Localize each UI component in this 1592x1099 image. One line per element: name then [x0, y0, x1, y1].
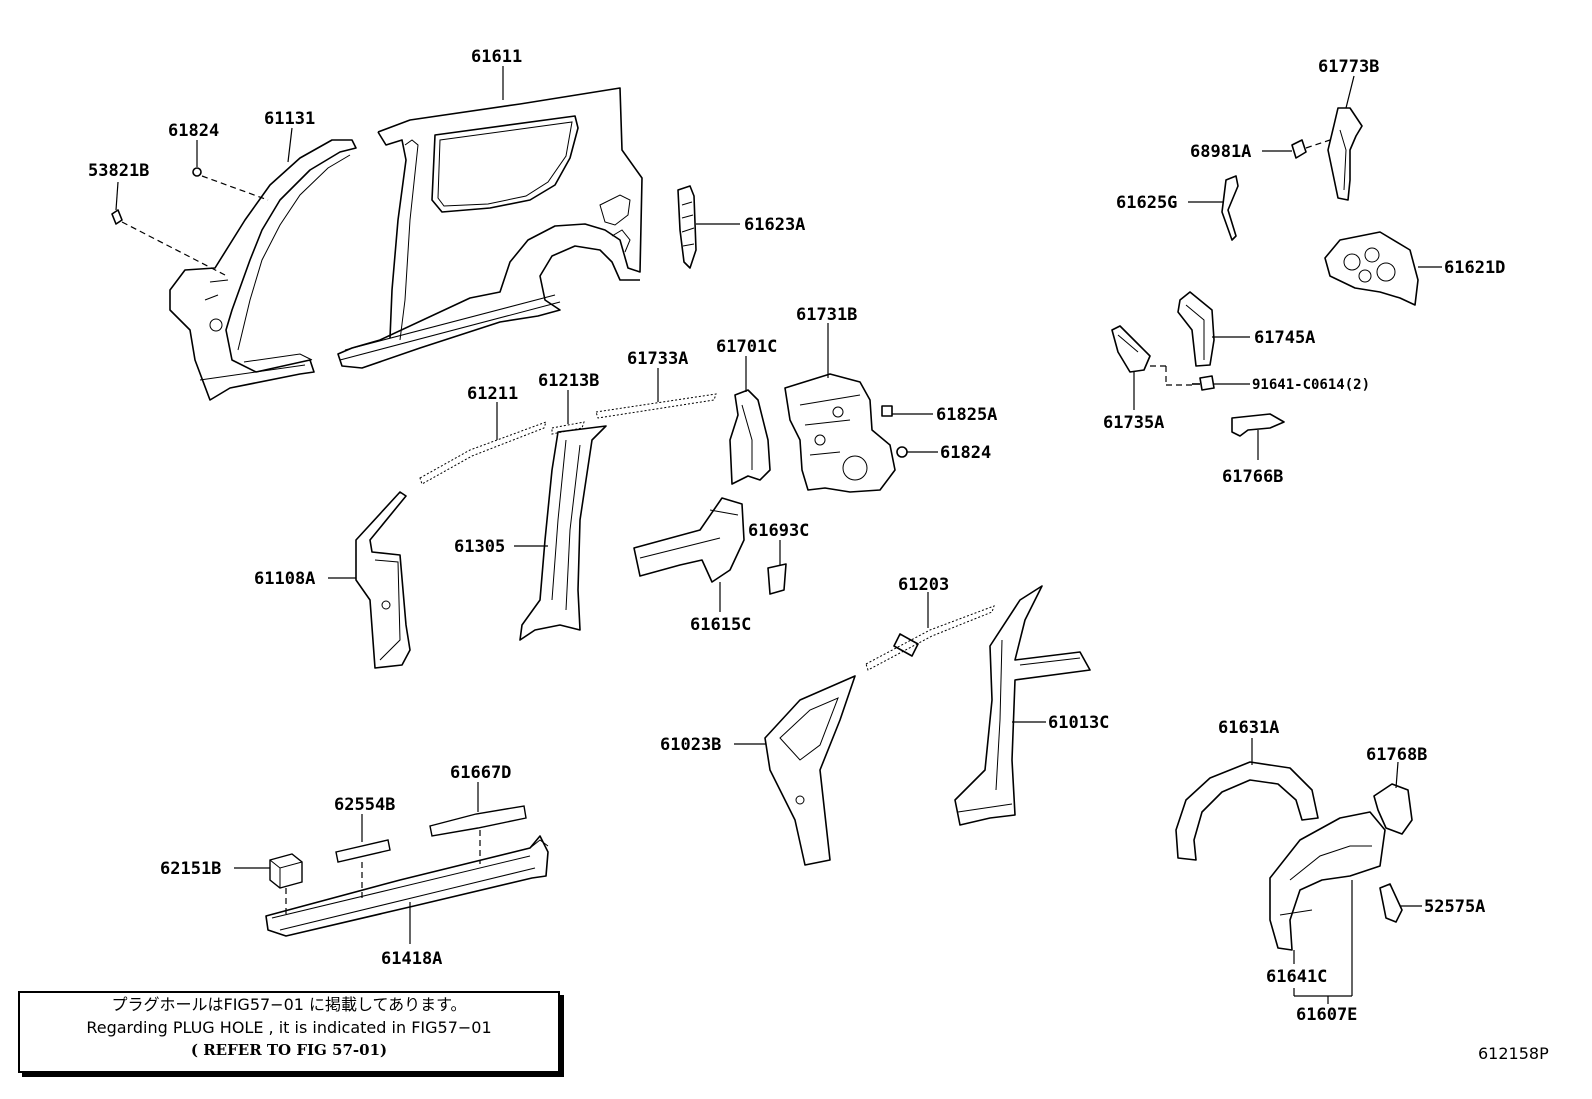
- label-61623A: 61623A: [744, 215, 805, 235]
- part-61825A-plug[interactable]: [881, 405, 893, 417]
- label-61013C: 61013C: [1048, 713, 1109, 733]
- label-61211: 61211: [467, 384, 518, 404]
- label-61733A: 61733A: [627, 349, 688, 369]
- label-61667D: 61667D: [450, 763, 511, 783]
- note-line-japanese: プラグホールはFIG57−01 に掲載してあります。: [111, 995, 467, 1014]
- part-62554B-pad[interactable]: [335, 839, 391, 863]
- part-61418A-rocker-panel[interactable]: [265, 835, 549, 937]
- part-61745A-extension[interactable]: [1177, 291, 1215, 367]
- label-61693C: 61693C: [748, 521, 809, 541]
- label-62151B: 62151B: [160, 859, 221, 879]
- label-61641C: 61641C: [1266, 967, 1327, 987]
- part-61731B-rear-inner-panel[interactable]: [784, 373, 896, 493]
- figure-code: 612158P: [1478, 1044, 1549, 1063]
- part-61623A-bracket[interactable]: [677, 185, 697, 269]
- part-91641-bolt[interactable]: [1192, 375, 1215, 391]
- part-61631A-wheelhouse-outer[interactable]: [1175, 761, 1319, 861]
- label-61745A: 61745A: [1254, 328, 1315, 348]
- part-61768B-bracket[interactable]: [1373, 783, 1413, 835]
- label-61766B: 61766B: [1222, 467, 1283, 487]
- part-61625G-brace[interactable]: [1221, 175, 1239, 241]
- label-61625G: 61625G: [1116, 193, 1177, 213]
- part-61733A-roof-side-rail[interactable]: [595, 393, 717, 419]
- part-61824-grommet[interactable]: [192, 167, 202, 177]
- part-62151B-block[interactable]: [269, 853, 303, 889]
- part-61824-grommet-b[interactable]: [896, 446, 908, 458]
- part-61735A-gusset[interactable]: [1111, 325, 1151, 373]
- part-61693C-plate[interactable]: [767, 563, 787, 595]
- part-52575A-bracket[interactable]: [1379, 883, 1403, 923]
- part-61641C-wheelhouse-inner-rear[interactable]: [1269, 811, 1386, 951]
- part-61131-front-pillar[interactable]: [169, 139, 357, 401]
- label-68981A: 68981A: [1190, 142, 1251, 162]
- label-61701C: 61701C: [716, 337, 777, 357]
- label-61824-right: 61824: [940, 443, 991, 463]
- label-61213B: 61213B: [538, 371, 599, 391]
- label-61607E: 61607E: [1296, 1005, 1357, 1025]
- label-61824-top: 61824: [168, 121, 219, 141]
- part-61108A-front-pillar-inner[interactable]: [355, 491, 411, 669]
- note-line-reference: ( REFER TO FIG 57-01): [190, 1041, 388, 1059]
- label-61773B: 61773B: [1318, 57, 1379, 77]
- label-61611: 61611: [471, 47, 522, 67]
- part-61305-center-pillar[interactable]: [519, 425, 607, 641]
- part-53821B-clip[interactable]: [111, 209, 123, 225]
- label-61768B: 61768B: [1366, 745, 1427, 765]
- label-61108A: 61108A: [254, 569, 315, 589]
- label-61131: 61131: [264, 109, 315, 129]
- label-52575A: 52575A: [1424, 897, 1485, 917]
- part-61023B-front-pillar-outer[interactable]: [764, 675, 856, 866]
- label-61825A: 61825A: [936, 405, 997, 425]
- part-61667D-pad[interactable]: [429, 805, 527, 837]
- label-61735A: 61735A: [1103, 413, 1164, 433]
- part-68981A-seal[interactable]: [1291, 139, 1307, 159]
- part-61621D-wheelhouse-inner[interactable]: [1324, 231, 1419, 306]
- label-61615C: 61615C: [690, 615, 751, 635]
- label-61621D: 61621D: [1444, 258, 1505, 278]
- part-61766B-bracket[interactable]: [1231, 413, 1285, 437]
- part-61203-roof-rail[interactable]: [865, 605, 995, 671]
- label-61023B: 61023B: [660, 735, 721, 755]
- part-61615C-bracket[interactable]: [633, 497, 745, 583]
- label-62554B: 62554B: [334, 795, 395, 815]
- label-53821B: 53821B: [88, 161, 149, 181]
- part-61211-roof-rail[interactable]: [419, 421, 547, 485]
- part-61611-side-panel[interactable]: [337, 87, 643, 369]
- label-61203: 61203: [898, 575, 949, 595]
- plug-hole-note: プラグホールはFIG57−01 に掲載してあります。 Regarding PLU…: [18, 991, 560, 1073]
- part-61701C-pillar-reinforcement[interactable]: [729, 389, 771, 485]
- part-61013C-center-pillar-outer[interactable]: [954, 585, 1091, 826]
- part-61773B-extension[interactable]: [1327, 107, 1363, 201]
- note-line-english: Regarding PLUG HOLE , it is indicated in…: [86, 1018, 492, 1037]
- label-91641-C0614: 91641-C0614(2): [1252, 377, 1370, 393]
- label-61731B: 61731B: [796, 305, 857, 325]
- label-61631A: 61631A: [1218, 718, 1279, 738]
- label-61418A: 61418A: [381, 949, 442, 969]
- label-61305: 61305: [454, 537, 505, 557]
